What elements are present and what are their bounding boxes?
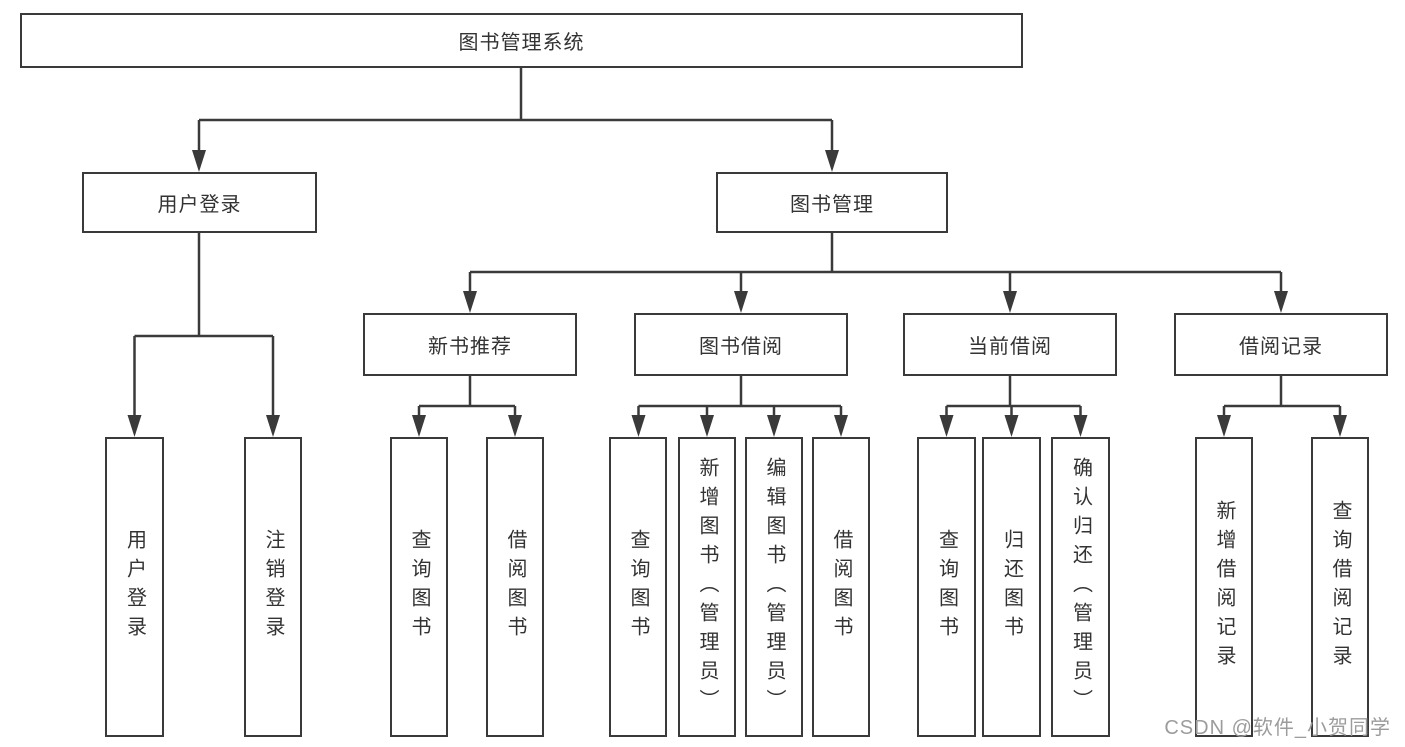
leaf-record-add: 新增借阅记录 (1195, 437, 1253, 737)
edge-borrow-record (1222, 376, 1342, 417)
node-borrow-record: 借阅记录 (1174, 313, 1388, 376)
leaf-user-login: 用户登录 (105, 437, 164, 737)
leaf-current-query: 查询图书 (917, 437, 976, 737)
leaf-borrow-edit-admin: 编辑图书（管理员） (745, 437, 803, 737)
edge-book-borrow (637, 376, 843, 417)
node-book-borrow: 图书借阅 (634, 313, 848, 376)
leaf-record-query: 查询借阅记录 (1311, 437, 1369, 737)
leaf-borrow-query: 查询图书 (609, 437, 667, 737)
node-root-title: 图书管理系统 (20, 13, 1023, 68)
leaf-newbook-borrow: 借阅图书 (486, 437, 544, 737)
watermark: CSDN @软件_小贺同学 (1164, 717, 1391, 739)
node-user-login: 用户登录 (82, 172, 317, 233)
leaf-borrow-borrow: 借阅图书 (812, 437, 870, 737)
arrowheads (127, 150, 1347, 437)
leaf-newbook-query: 查询图书 (390, 437, 448, 737)
edge-book-mgmt (468, 233, 1283, 293)
edge-new-book (417, 376, 517, 417)
edge-root (197, 68, 834, 152)
leaf-current-confirm-admin: 确认归还（管理员） (1051, 437, 1110, 737)
leaf-current-return: 归还图书 (982, 437, 1041, 737)
node-new-book: 新书推荐 (363, 313, 577, 376)
leaf-borrow-add-admin: 新增图书（管理员） (678, 437, 736, 737)
node-current-borrow: 当前借阅 (903, 313, 1117, 376)
leaf-logout: 注销登录 (244, 437, 302, 737)
edge-user-login (133, 233, 275, 417)
edge-current-borrow (945, 376, 1082, 417)
node-book-mgmt: 图书管理 (716, 172, 948, 233)
